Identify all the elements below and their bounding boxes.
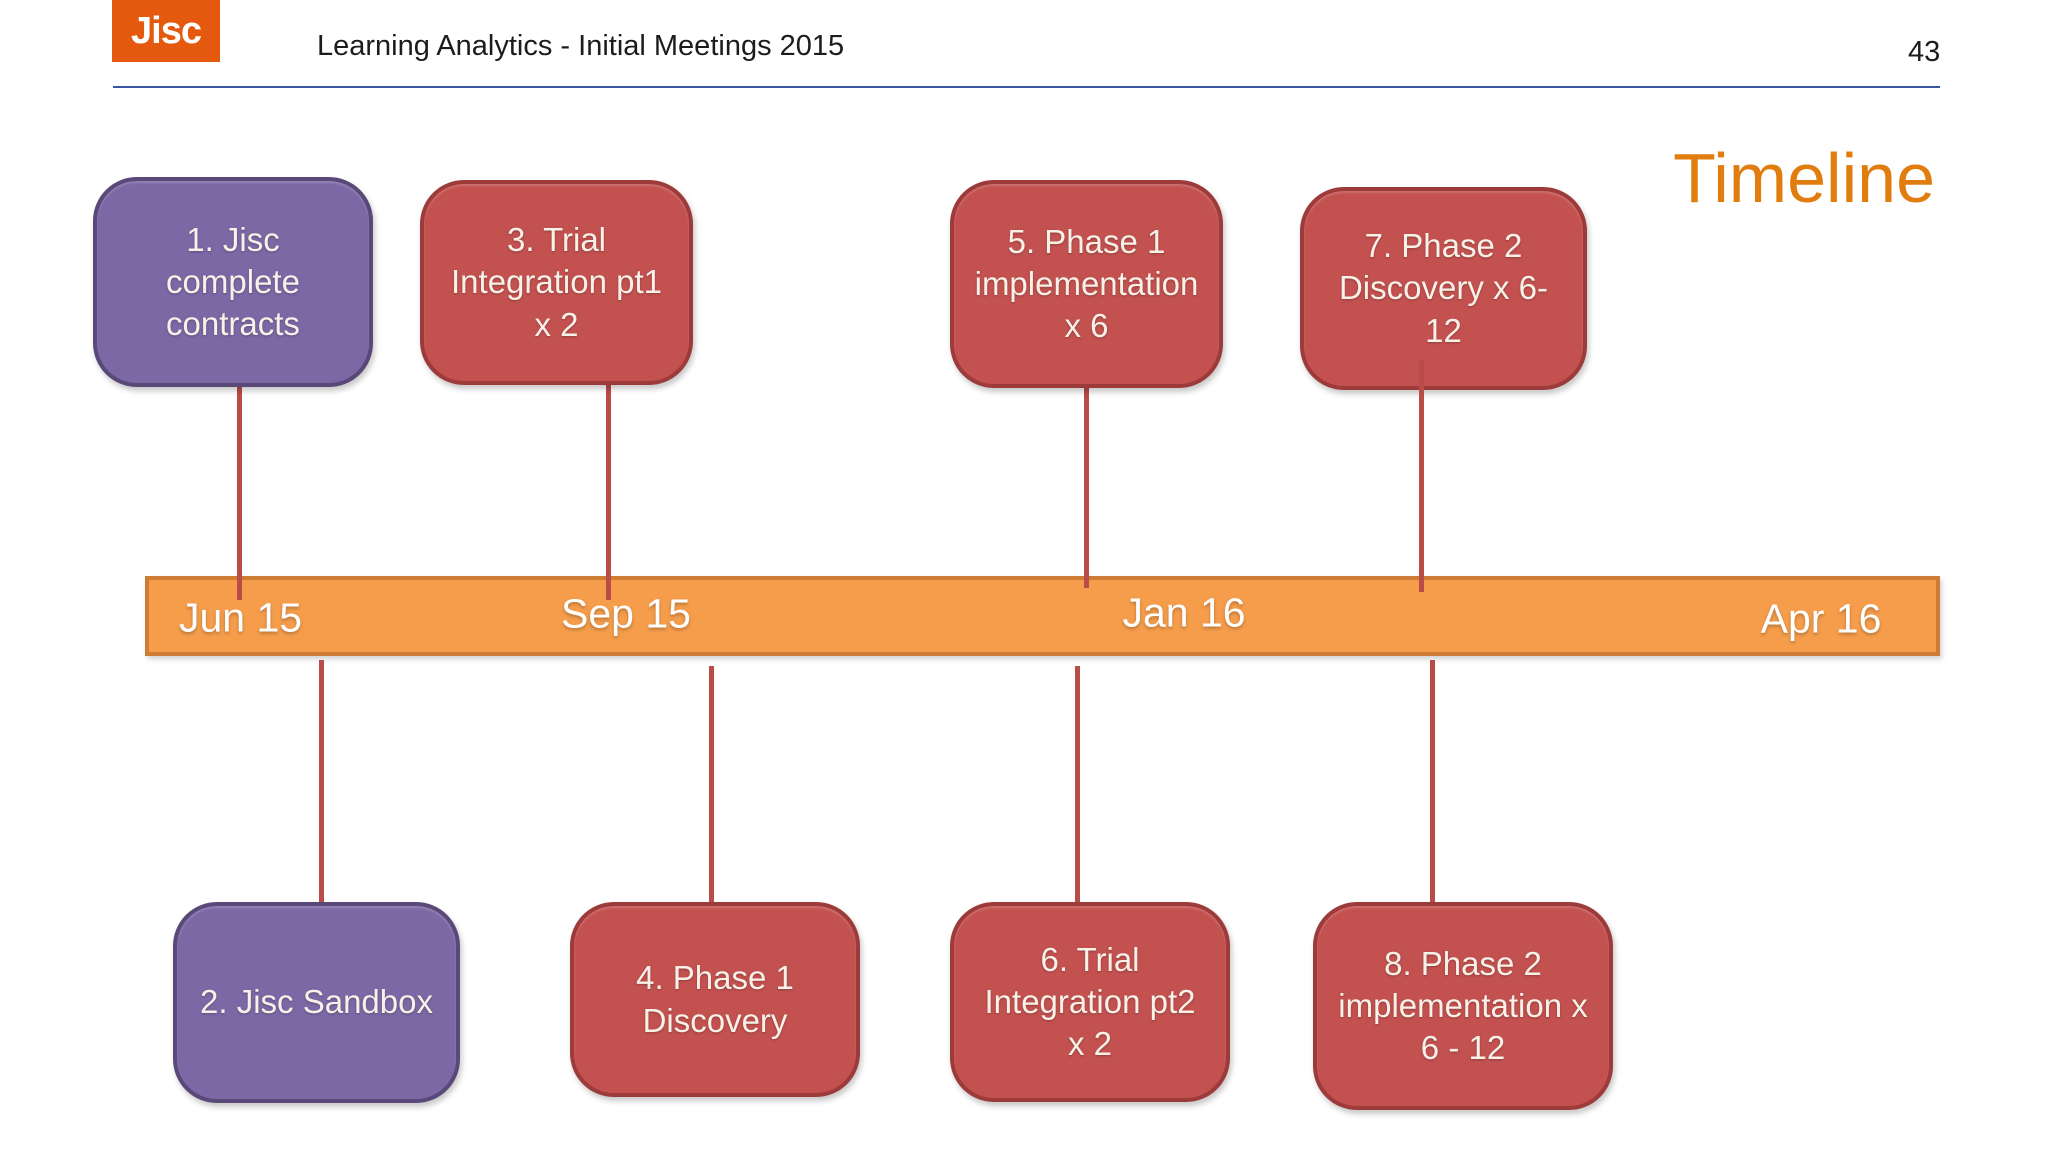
page-number: 43 — [1908, 36, 1941, 68]
timeline-label-sep15: Sep 15 — [561, 590, 691, 637]
milestone-box-3-label: 3. Trial Integration pt1 x 2 — [451, 221, 662, 343]
timeline-bar: Jun 15 Sep 15 Jan 16 Apr 16 — [145, 576, 1940, 656]
milestone-box-6: 6. Trial Integration pt2 x 2 — [950, 902, 1230, 1102]
milestone-box-2-label: 2. Jisc Sandbox — [200, 983, 433, 1021]
timeline-label-jun15: Jun 15 — [179, 594, 303, 641]
header-rule-divider — [113, 86, 1940, 88]
header-title: Learning Analytics - Initial Meetings 20… — [317, 30, 845, 62]
milestone-box-5: 5. Phase 1 implementation x 6 — [950, 180, 1223, 388]
jisc-logo-text: Jisc — [131, 9, 202, 52]
milestone-box-7-label: 7. Phase 2 Discovery x 6-12 — [1338, 227, 1549, 349]
connector-line-5 — [1084, 386, 1089, 588]
milestone-box-8-label: 8. Phase 2 implementation x 6 - 12 — [1338, 944, 1588, 1067]
milestone-box-1: 1. Jisc complete contracts — [93, 177, 373, 387]
connector-line-8 — [1430, 660, 1435, 904]
milestone-box-5-label: 5. Phase 1 implementation x 6 — [974, 222, 1199, 345]
connector-line-2 — [319, 660, 324, 904]
connector-line-7 — [1419, 360, 1424, 592]
milestone-box-8: 8. Phase 2 implementation x 6 - 12 — [1313, 902, 1613, 1110]
connector-line-6 — [1075, 666, 1080, 904]
milestone-box-7: 7. Phase 2 Discovery x 6-12 — [1300, 187, 1587, 390]
connector-line-4 — [709, 666, 714, 904]
timeline-label-apr16: Apr 16 — [1760, 595, 1882, 642]
milestone-box-2: 2. Jisc Sandbox — [173, 902, 460, 1103]
slide-title: Timeline — [1673, 139, 1935, 217]
milestone-box-3: 3. Trial Integration pt1 x 2 — [420, 180, 693, 385]
connector-line-3 — [606, 383, 611, 600]
milestone-box-4: 4. Phase 1 Discovery — [570, 902, 860, 1097]
milestone-box-6-label: 6. Trial Integration pt2 x 2 — [984, 940, 1196, 1063]
milestone-box-1-label: 1. Jisc complete contracts — [166, 220, 300, 343]
jisc-logo: Jisc — [112, 0, 220, 62]
connector-line-1 — [237, 385, 242, 600]
timeline-label-jan16: Jan 16 — [1122, 589, 1246, 636]
milestone-box-4-label: 4. Phase 1 Discovery — [636, 959, 794, 1039]
